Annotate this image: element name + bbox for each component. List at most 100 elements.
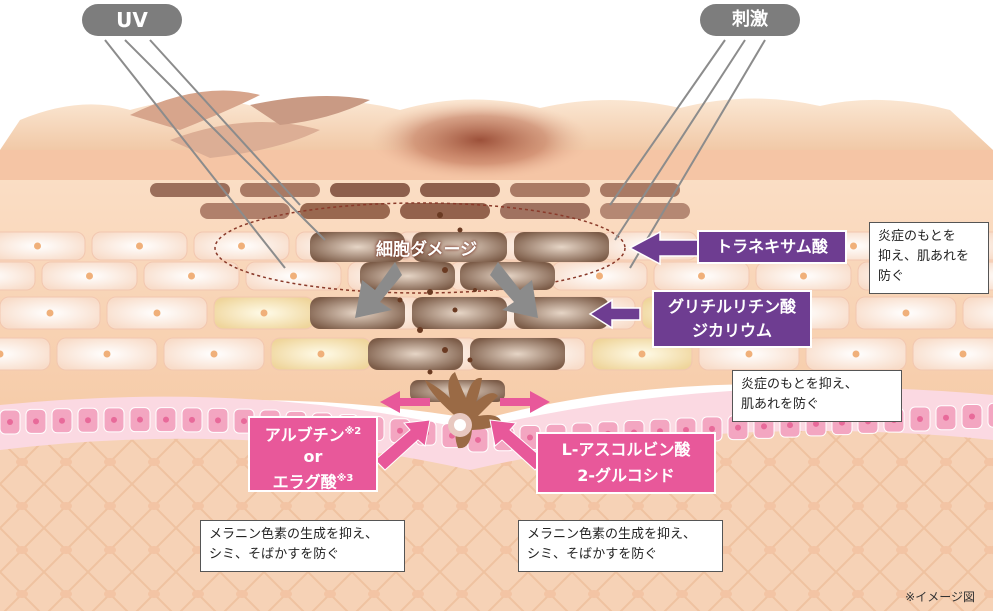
ascorbyl-line2: 2-グルコシド: [577, 466, 675, 485]
ellagic-name: エラグ酸: [272, 472, 337, 492]
cell-nucleus: [0, 350, 4, 358]
damage-arrow-right: [490, 262, 538, 318]
ascorbyl-note: メラニン色素の生成を抑え、 シミ、そばかすを防ぐ: [518, 520, 723, 572]
flake-2: [170, 122, 320, 158]
stimulus-label: 刺激: [700, 4, 800, 36]
cell-nucleus: [745, 350, 753, 358]
cell-nucleus: [210, 350, 218, 358]
cell-nucleus: [260, 309, 268, 317]
cell-nucleus: [317, 350, 325, 358]
basal-nucleus: [527, 434, 533, 441]
arbutin-line3: エラグ酸※3: [250, 468, 376, 493]
skin-cell: [0, 261, 36, 291]
stimulus-rays: [609, 39, 766, 269]
basal-nucleus: [813, 420, 819, 427]
dark-spot: [370, 100, 590, 180]
cell-nucleus: [46, 309, 54, 317]
cell-nucleus: [638, 350, 646, 358]
cell-nucleus: [800, 272, 807, 280]
cell-nucleus: [290, 272, 297, 280]
cell-nucleus: [86, 272, 93, 280]
basal-nucleus: [709, 425, 715, 432]
purple-arrow-tranexamic: [628, 230, 701, 266]
glycyrrhizinate-line1: グリチルリチン酸: [667, 297, 796, 316]
basal-nucleus: [111, 416, 117, 423]
tranexamic-note: 炎症のもとを 抑え、肌あれを 防ぐ: [869, 222, 989, 294]
basal-nucleus: [241, 418, 247, 425]
glycyrrhizinate-line2: ジカリウム: [691, 321, 772, 340]
arbutin-note-l2: シミ、そばかすを防ぐ: [209, 547, 340, 562]
cell-nucleus: [902, 309, 910, 317]
basal-cell: [987, 402, 993, 428]
basal-nucleus: [397, 427, 403, 434]
arbutin-name: アルブチン: [264, 425, 345, 445]
basal-nucleus: [475, 436, 481, 443]
skin-cell: [0, 231, 86, 261]
arbutin-line1: アルブチン※2: [250, 421, 376, 446]
ascorbyl-note-l2: シミ、そばかすを防ぐ: [527, 547, 658, 562]
cell-nucleus: [188, 272, 195, 280]
glycyrrhizinate-note-l1: 炎症のもとを抑え、: [741, 377, 858, 392]
cell-nucleus: [103, 350, 111, 358]
basal-nucleus: [761, 423, 767, 430]
basal-nucleus: [969, 413, 975, 420]
basal-nucleus: [787, 422, 793, 429]
pink-arrow-arbutin: [374, 419, 431, 471]
tranexamic-acid-box: トラネキサム酸: [697, 230, 847, 264]
cell-nucleus: [698, 272, 705, 280]
cell-damage-label: 細胞ダメージ: [376, 240, 478, 260]
pink-arrow-out-right: [500, 391, 550, 413]
cell-nucleus: [238, 242, 245, 250]
basal-nucleus: [683, 427, 689, 434]
skin-cell: [0, 337, 51, 371]
basal-nucleus: [85, 417, 91, 424]
ellagic-footnote-mark: ※3: [336, 473, 354, 485]
basal-nucleus: [943, 414, 949, 421]
melanin-granules: [397, 212, 477, 375]
cell-nucleus: [852, 350, 860, 358]
inflammation-area: [214, 202, 626, 294]
uv-label: UV: [82, 4, 182, 36]
arbutin-box: アルブチン※2 or エラグ酸※3: [248, 416, 378, 492]
image-footnote: ※イメージ図: [905, 590, 975, 604]
tranexamic-note-l3: 防ぐ: [878, 269, 905, 284]
damage-arrow-left: [355, 262, 402, 318]
skin-cell: [912, 337, 993, 371]
arbutin-note-l1: メラニン色素の生成を抑え、: [209, 527, 379, 542]
ascorbyl-line1: L-アスコルビン酸: [561, 440, 691, 459]
basal-nucleus: [215, 417, 221, 424]
granular-cells: [150, 183, 690, 219]
ascorbyl-note-l1: メラニン色素の生成を抑え、: [527, 527, 697, 542]
cell-nucleus: [136, 242, 143, 250]
cell-nucleus: [153, 309, 161, 317]
purple-arrow-glycyrrhizinate: [588, 298, 641, 330]
arbutin-line2: or: [303, 447, 323, 467]
cell-nucleus: [850, 242, 857, 250]
basal-nucleus: [735, 424, 741, 431]
basal-nucleus: [7, 419, 13, 425]
basal-nucleus: [59, 417, 65, 424]
basal-nucleus: [189, 416, 195, 423]
basal-nucleus: [917, 415, 923, 422]
uv-rays: [104, 39, 326, 269]
cell-nucleus: [596, 272, 603, 280]
glycyrrhizinate-box: グリチルリチン酸 ジカリウム: [652, 290, 812, 348]
cell-nucleus: [34, 242, 41, 250]
tranexamic-note-l2: 抑え、肌あれを: [878, 249, 970, 264]
cell-nucleus: [959, 350, 967, 358]
arbutin-footnote-mark: ※2: [344, 426, 362, 437]
pink-arrow-out-left: [380, 391, 430, 413]
skin-cell: [962, 296, 993, 330]
basal-nucleus: [137, 416, 143, 423]
flake-3: [250, 96, 370, 125]
glycyrrhizinate-note-l2: 肌あれを防ぐ: [741, 397, 820, 412]
glycyrrhizinate-note: 炎症のもとを抑え、 肌あれを防ぐ: [732, 370, 902, 422]
melanocyte: [425, 372, 502, 449]
pink-arrow-ascorbyl: [489, 419, 546, 471]
arbutin-note: メラニン色素の生成を抑え、 シミ、そばかすを防ぐ: [200, 520, 405, 572]
tranexamic-note-l1: 炎症のもとを: [878, 229, 956, 244]
basal-nucleus: [163, 416, 169, 423]
basal-nucleus: [33, 418, 39, 425]
ascorbyl-glucoside-box: L-アスコルビン酸 2-グルコシド: [536, 432, 716, 494]
